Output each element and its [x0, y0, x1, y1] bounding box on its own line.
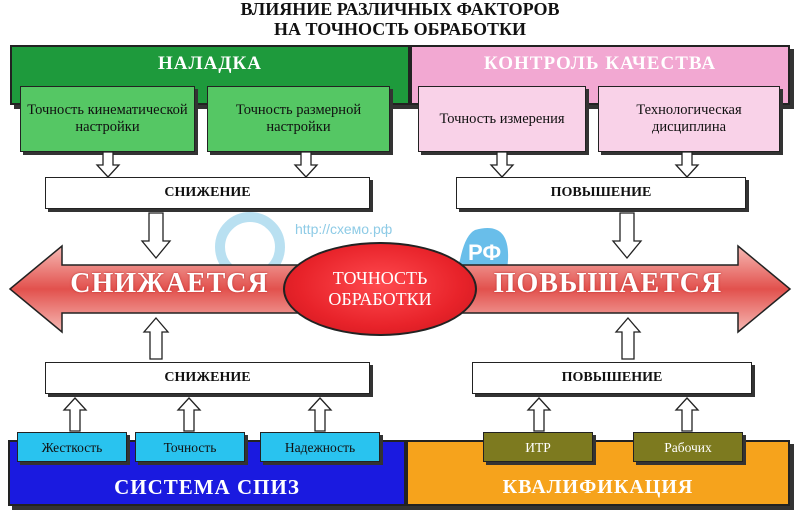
diagram-title-line2: НА ТОЧНОСТЬ ОБРАБОТКИ: [273, 19, 527, 39]
kontrol-header: КОНТРОЛЬ КАЧЕСТВА: [483, 53, 717, 74]
kvalif-item-workers: Рабочих: [633, 432, 743, 462]
arrow-down-icon: [95, 151, 121, 178]
arrow-down-icon: [489, 151, 515, 178]
naladka-header: НАЛАДКА: [158, 53, 262, 74]
arrow-down-icon: [674, 151, 700, 178]
arrow-down-icon: [140, 212, 172, 260]
arrow-down-icon: [611, 212, 643, 260]
naladka-item-dimensional: Точность размерной настройки: [207, 86, 390, 152]
arrow-up-icon: [526, 397, 552, 432]
watermark-badge: РФ: [468, 240, 502, 265]
kontrol-item-measurement: Точность измерения: [418, 86, 586, 152]
arrow-up-icon: [307, 397, 333, 432]
center-ellipse: ТОЧНОСТЬ ОБРАБОТКИ: [283, 242, 477, 336]
spiz-footer: СИСТЕМА СПИЗ: [114, 474, 300, 499]
kontrol-item-discipline: Технологическая дисциплина: [598, 86, 780, 152]
kvalif-item-itr: ИТР: [483, 432, 593, 462]
kvalif-footer: КВАЛИФИКАЦИЯ: [502, 475, 694, 498]
arrow-up-icon: [62, 397, 88, 432]
arrow-down-icon: [293, 151, 319, 178]
spiz-item-rigidity: Жесткость: [17, 432, 127, 462]
naladka-item-kinematic: Точность кинематической настройки: [20, 86, 195, 152]
watermark-url: http://схемо.рф: [295, 221, 393, 237]
diagram-title-line1: ВЛИЯНИЕ РАЗЛИЧНЫХ ФАКТОРОВ: [240, 0, 560, 19]
spiz-item-accuracy: Точность: [135, 432, 245, 462]
arrow-up-icon: [176, 397, 202, 432]
spiz-item-reliability: Надежность: [260, 432, 380, 462]
center-right-label: ПОВЫШАЕТСЯ: [493, 268, 723, 299]
center-left-label: СНИЖАЕТСЯ: [70, 268, 269, 299]
arrow-up-icon: [674, 397, 700, 432]
kvalif-effect-box: ПОВЫШЕНИЕ: [472, 362, 752, 394]
naladka-effect-box: СНИЖЕНИЕ: [45, 177, 370, 209]
arrow-up-icon: [142, 317, 170, 360]
spiz-effect-box: СНИЖЕНИЕ: [45, 362, 370, 394]
kontrol-effect-box: ПОВЫШЕНИЕ: [456, 177, 746, 209]
arrow-up-icon: [614, 317, 642, 360]
